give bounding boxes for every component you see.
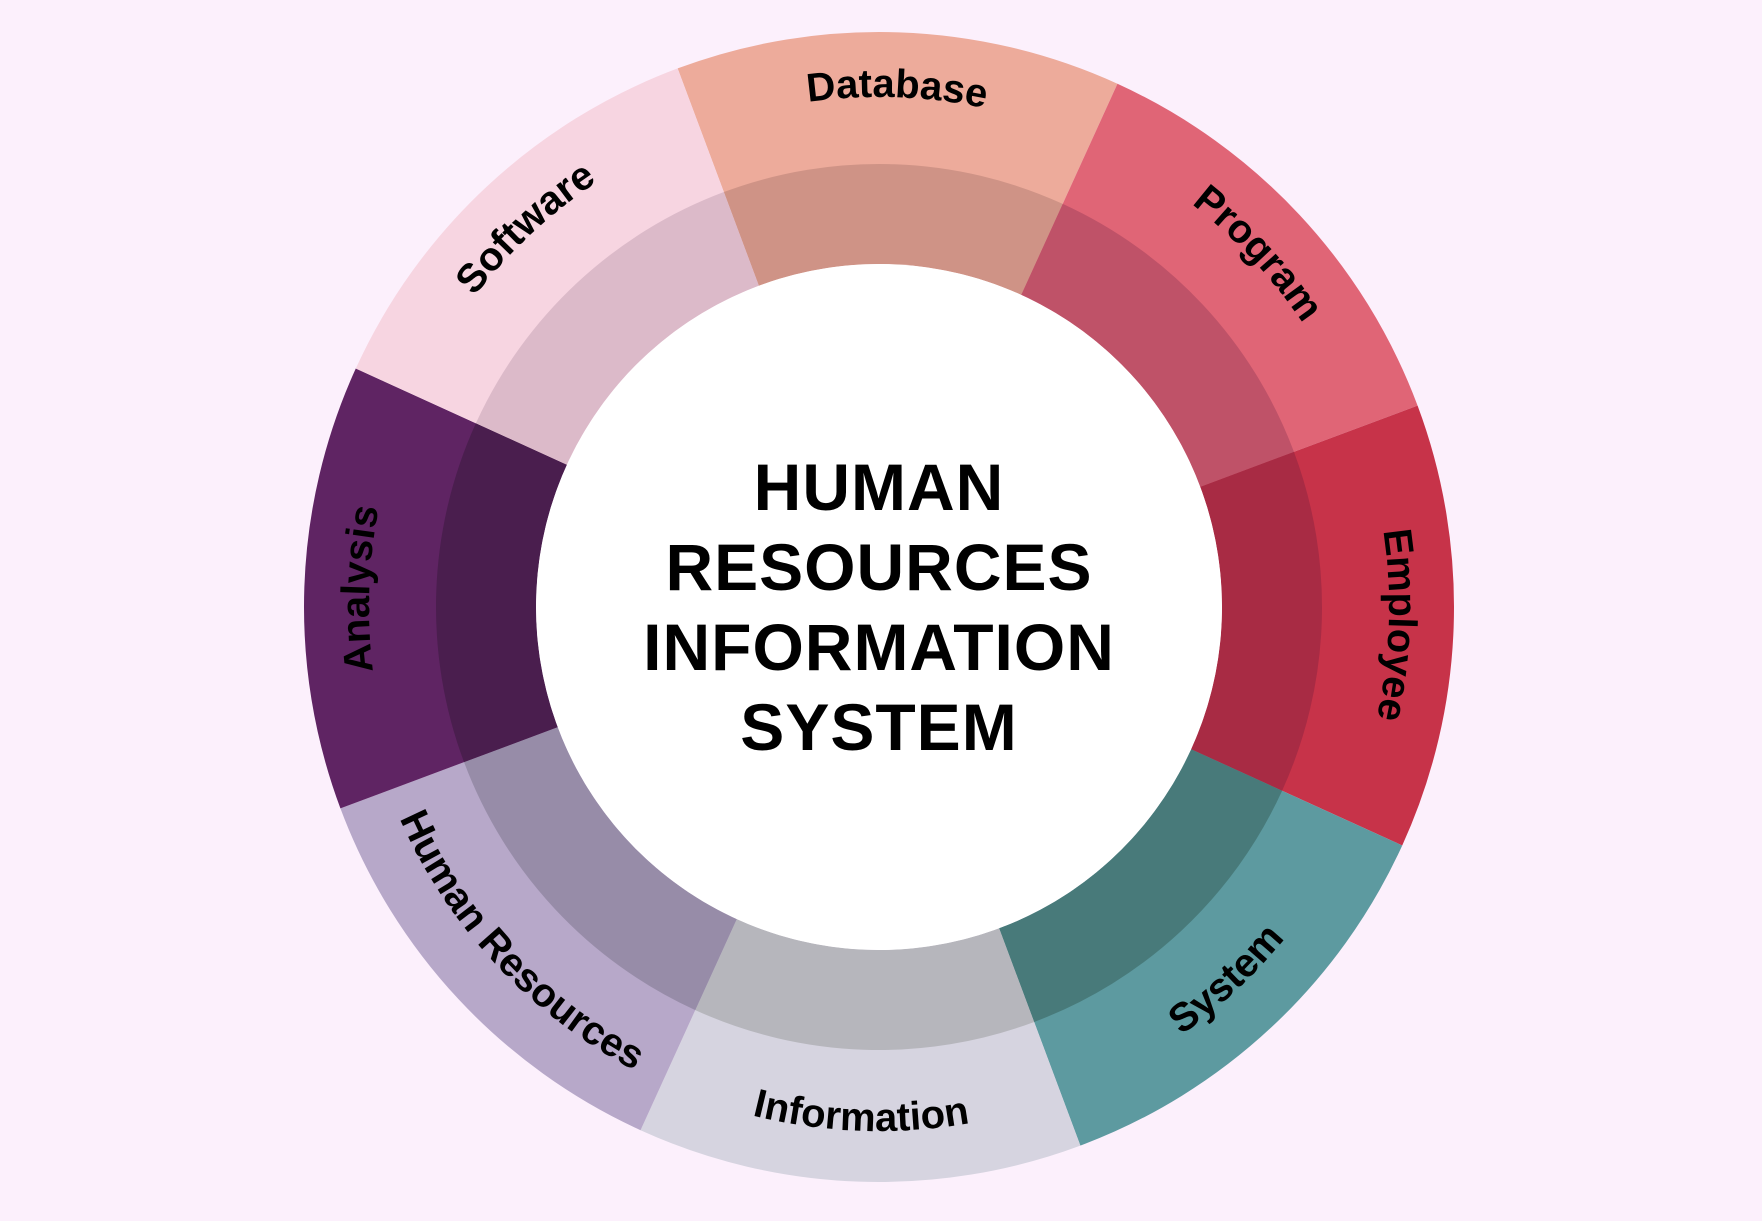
band-software [475,192,759,465]
center-circle [536,264,1222,950]
title-line-2: RESOURCES [665,530,1093,604]
band-employee [1191,451,1322,791]
inner-bands [435,164,1322,1050]
title-line-3: INFORMATION [643,610,1115,684]
band-program [1021,203,1294,487]
band-information [695,919,1035,1050]
band-human-resources [464,727,737,1011]
band-analysis [435,423,567,763]
segment-program [1021,83,1418,487]
band-system [999,749,1283,1022]
center-title: HUMAN RESOURCES INFORMATION SYSTEM [579,427,1179,787]
segment-system [999,749,1403,1146]
band-database [723,164,1063,295]
title-line-4: SYSTEM [740,690,1018,764]
title-line-1: HUMAN [753,450,1005,524]
segment-software [355,68,759,465]
segment-human-resources [340,727,737,1131]
